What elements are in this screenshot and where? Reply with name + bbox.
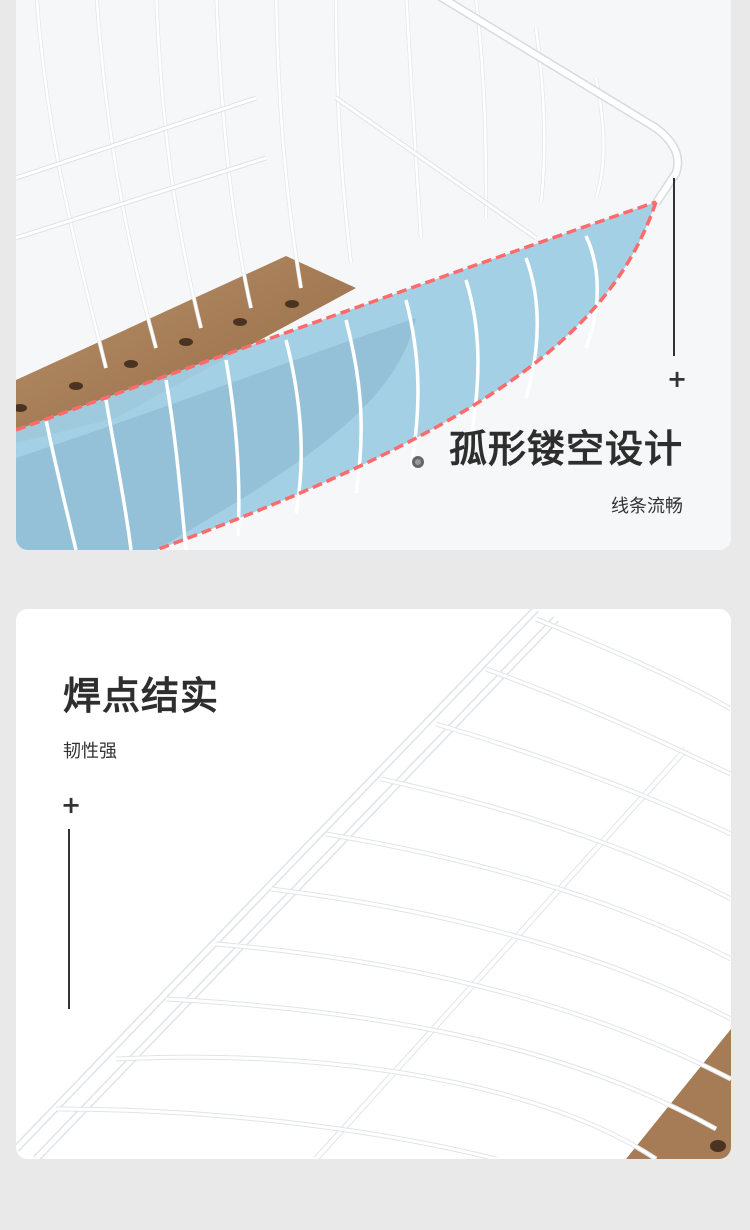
wire-basket-arc-photo <box>16 0 731 550</box>
feature-card-arc-design: 孤形镂空设计 线条流畅 + <box>16 0 731 550</box>
plus-icon: + <box>667 365 688 393</box>
feature-card-weld-points: 焊点结实 韧性强 + <box>16 609 731 1159</box>
decorative-line <box>673 178 675 356</box>
section-subtitle: 韧性强 <box>63 741 117 762</box>
section-subtitle: 线条流畅 <box>611 496 683 517</box>
section-title: 焊点结实 <box>63 674 220 718</box>
decorative-line <box>68 829 70 1009</box>
wire-basket-weld-photo <box>16 609 731 1159</box>
section-title: 孤形镂空设计 <box>448 427 683 471</box>
plus-icon: + <box>61 791 82 819</box>
